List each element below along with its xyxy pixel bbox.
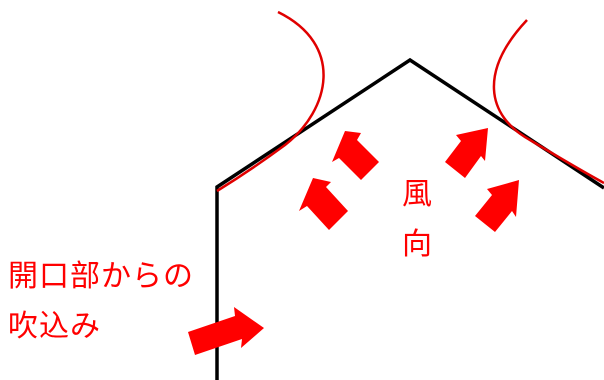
wind-direction-label-line2: 向 <box>402 227 432 262</box>
opening-inflow-label-line1: 開口部からの <box>8 259 194 294</box>
wind-direction-label-line1: 風 <box>402 177 432 212</box>
wind-arrow-upper-right <box>445 128 488 178</box>
inflow-arrow <box>188 307 264 355</box>
wind-arrow-lower-left <box>299 178 348 230</box>
wind-arrow-upper-left <box>332 131 379 180</box>
right-wind-curve <box>492 19 604 185</box>
house-outline <box>215 57 604 380</box>
wind-arrow-lower-right <box>475 180 519 232</box>
left-wind-curve <box>216 10 325 193</box>
opening-inflow-label-line2: 吹込み <box>8 309 101 344</box>
